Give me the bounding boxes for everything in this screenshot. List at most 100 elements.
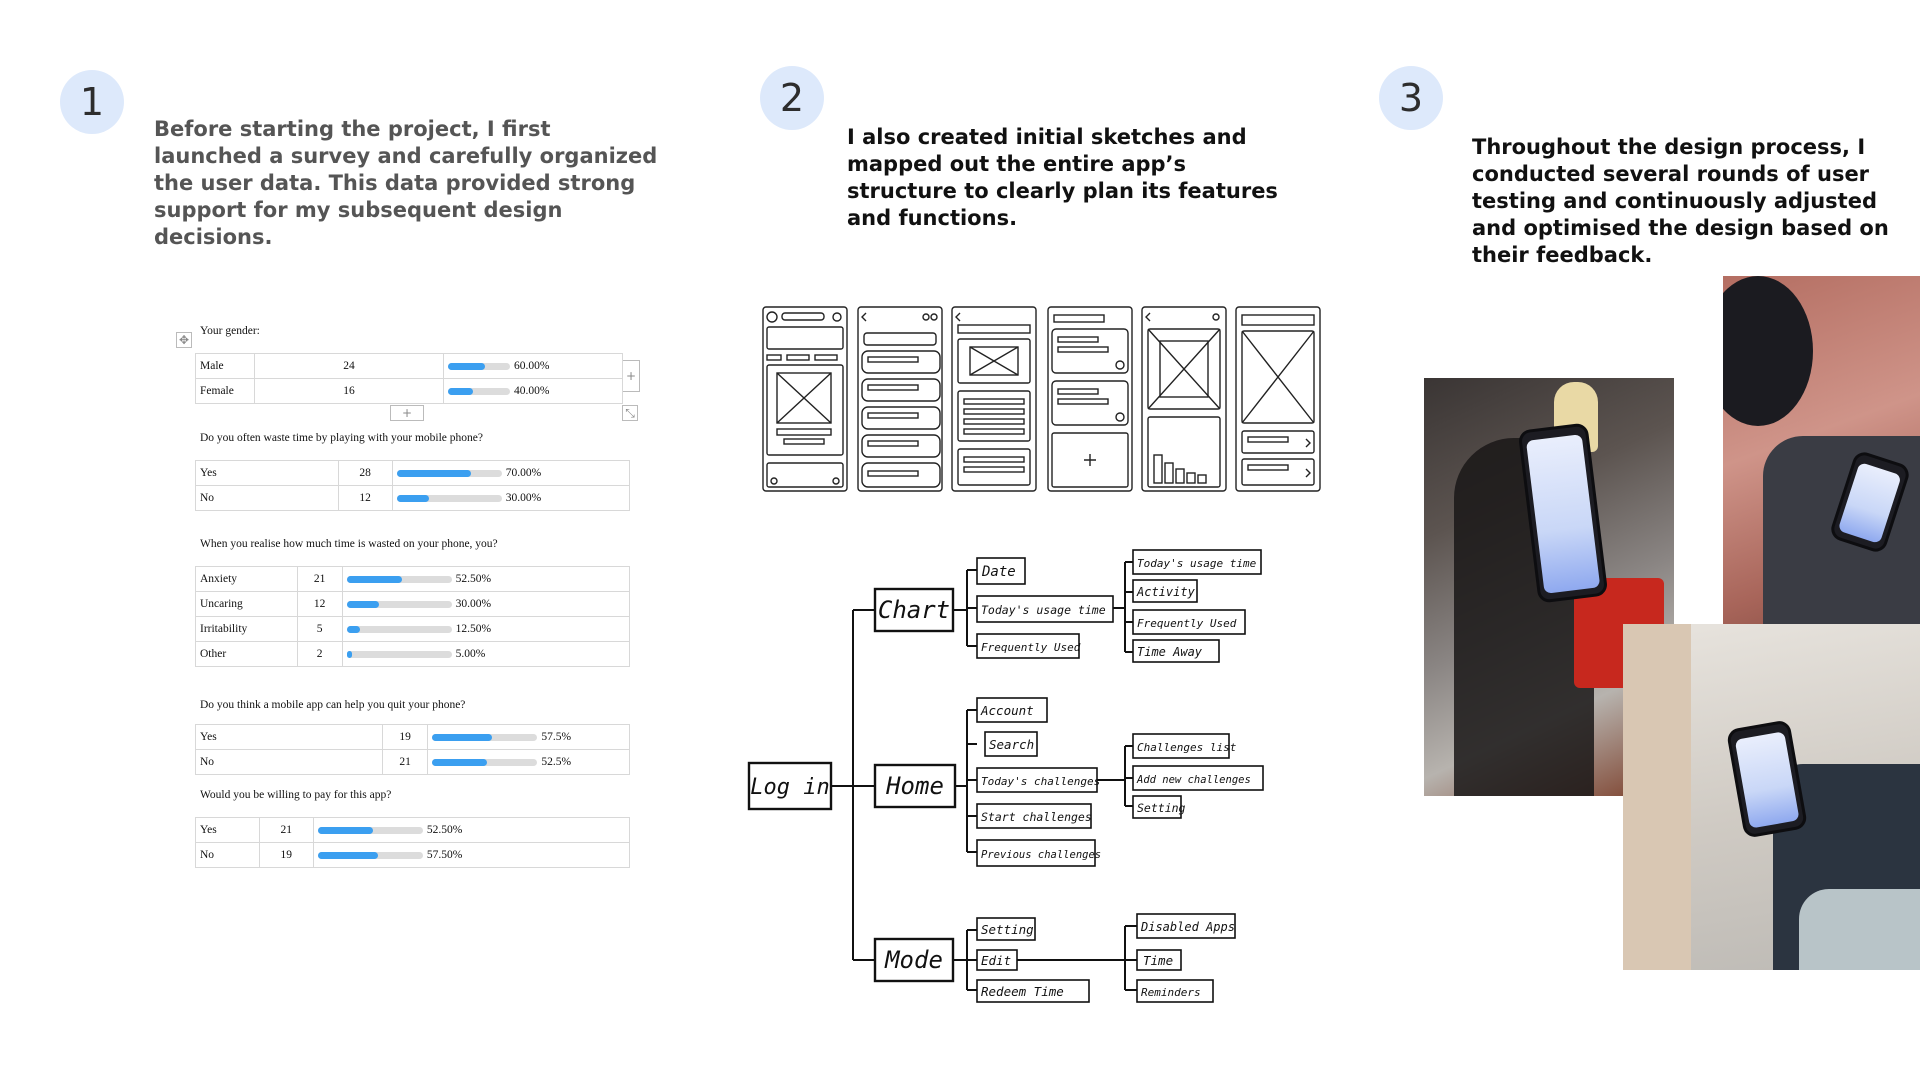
answer-count: 12 <box>296 591 343 617</box>
answer-bar-track <box>448 387 510 395</box>
answer-percent: 5.00% <box>455 648 486 660</box>
tree-branch-mode: Mode <box>884 946 943 974</box>
survey-question-title: When you realise how much time is wasted… <box>200 538 498 550</box>
answer-bar-cell: 52.5% <box>427 749 630 775</box>
tree-home-child: Start challenges <box>981 810 1092 824</box>
tree-chart-sub: Frequently Used <box>1137 617 1237 630</box>
user-testing-photo-2 <box>1723 276 1920 680</box>
answer-bar-cell: 12.50% <box>341 616 631 642</box>
answer-count: 5 <box>296 616 343 642</box>
answer-count: 19 <box>258 842 314 868</box>
answer-bar-track <box>317 826 423 834</box>
tree-home-sub: Add new challenges <box>1136 774 1251 786</box>
answer-percent: 52.5% <box>541 756 572 768</box>
answer-bar-fill <box>317 826 373 834</box>
answer-percent: 57.50% <box>426 849 463 861</box>
answer-count: 2 <box>296 641 343 667</box>
answer-bar-fill <box>448 362 485 370</box>
tree-mode-sub: Time <box>1143 953 1173 968</box>
wireframe-screen-1 <box>762 306 848 492</box>
tree-branch-chart: Chart <box>878 596 950 624</box>
answer-bar-track <box>346 600 452 608</box>
answer-bar-cell: 30.00% <box>391 485 631 511</box>
answer-bar-track <box>346 625 452 633</box>
answer-bar-cell: 52.50% <box>341 566 631 592</box>
answer-bar-fill <box>432 758 488 766</box>
resize-handle-icon[interactable]: ⤡ <box>622 405 638 421</box>
wireframe-sketches <box>760 305 1330 495</box>
answer-bar-track <box>346 650 452 658</box>
add-column-button[interactable]: + <box>622 360 640 392</box>
answer-label: Uncaring <box>195 591 298 617</box>
step-1-number: 1 <box>79 80 105 124</box>
answer-count: 19 <box>381 724 429 750</box>
answer-bar-fill <box>346 650 352 658</box>
answer-bar-track <box>317 851 423 859</box>
step-1-text: Before starting the project, I first lau… <box>154 117 658 249</box>
wireframe-screen-2 <box>857 306 943 492</box>
answer-count: 21 <box>296 566 343 592</box>
answer-bar-track <box>346 575 452 583</box>
tree-chart-child: Today's usage time <box>981 603 1106 617</box>
wireframe-screen-3 <box>951 306 1037 492</box>
app-structure-map: Log in Chart Home Mode Date Today's usag… <box>745 540 1275 1010</box>
tree-mode-child: Setting <box>981 922 1034 937</box>
answer-bar-fill <box>346 600 379 608</box>
answer-bar-track <box>432 733 538 741</box>
survey-question-title: Would you be willing to pay for this app… <box>200 789 392 801</box>
app-structure-map-drawing: Log in Chart Home Mode Date Today's usag… <box>747 549 1264 1003</box>
answer-percent: 12.50% <box>455 623 492 635</box>
answer-bar-track <box>432 758 538 766</box>
answer-label: No <box>195 749 383 775</box>
tree-root-label: Log in <box>750 775 829 800</box>
answer-bar-fill <box>396 469 471 477</box>
answer-label: Irritability <box>195 616 298 642</box>
answer-percent: 30.00% <box>505 492 542 504</box>
step-2-badge: 2 <box>760 66 824 130</box>
answer-percent: 52.50% <box>455 573 492 585</box>
tree-home-sub: Challenges list <box>1137 741 1237 754</box>
step-2-number: 2 <box>779 76 805 120</box>
answer-label: Male <box>195 353 255 379</box>
tree-home-child: Account <box>980 703 1034 718</box>
answer-count: 21 <box>381 749 429 775</box>
add-row-button[interactable]: + <box>390 405 424 421</box>
answer-percent: 57.5% <box>541 731 572 743</box>
answer-percent: 70.00% <box>505 467 542 479</box>
answer-count: 24 <box>254 353 444 379</box>
answer-bar-cell: 60.00% <box>443 353 623 379</box>
answer-bar-cell: 57.5% <box>427 724 630 750</box>
answer-bar-cell: 70.00% <box>391 460 631 486</box>
move-handle-icon[interactable]: ✥ <box>176 332 192 348</box>
answer-label: Other <box>195 641 298 667</box>
answer-label: Yes <box>195 817 260 843</box>
survey-question-title: Do you often waste time by playing with … <box>200 432 483 444</box>
answer-bar-fill <box>448 387 473 395</box>
tree-home-sub: Setting <box>1137 801 1186 815</box>
answer-bar-track <box>396 494 502 502</box>
step-3-number: 3 <box>1398 76 1424 120</box>
tree-branch-home: Home <box>885 772 944 800</box>
answer-count: 12 <box>337 485 393 511</box>
survey-question-title: Your gender: <box>200 325 260 337</box>
tree-home-child: Today's challenges <box>981 775 1100 788</box>
answer-bar-track <box>396 469 502 477</box>
answer-label: Anxiety <box>195 566 298 592</box>
answer-count: 16 <box>254 378 444 404</box>
tree-mode-sub: Reminders <box>1141 986 1201 999</box>
wireframe-screen-5 <box>1141 306 1227 492</box>
tree-mode-child: Redeem Time <box>981 984 1064 999</box>
